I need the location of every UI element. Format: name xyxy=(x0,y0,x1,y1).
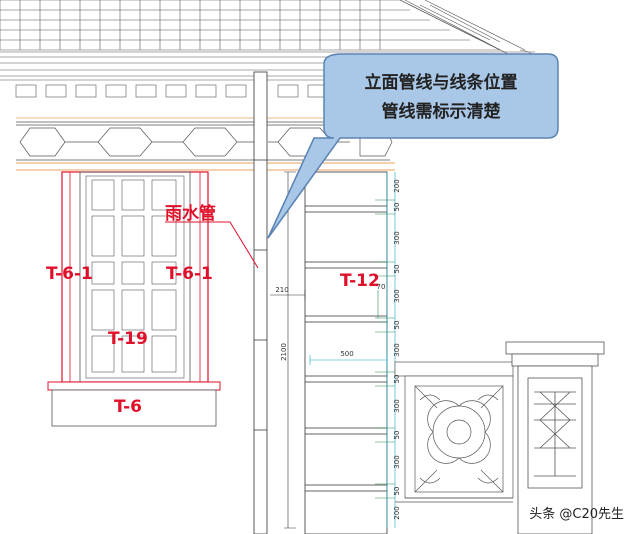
watermark: 头条 @C20先生 xyxy=(529,506,624,522)
dim-chain-12: 50 xyxy=(393,487,401,496)
dim-chain-6: 50 xyxy=(393,321,401,330)
callout-bubble xyxy=(267,53,559,239)
window-sill xyxy=(47,381,221,427)
dim-chain-9: 300 xyxy=(393,399,401,412)
rain-pipe xyxy=(253,71,268,534)
label-t19: T-19 xyxy=(108,329,148,349)
dim-chain-7: 300 xyxy=(393,343,401,356)
railing xyxy=(394,361,514,503)
dim-vertical-2100: 2100 xyxy=(280,343,288,361)
dim-chain-2: 50 xyxy=(393,203,401,212)
callout-line-1: 立面管线与线条位置 xyxy=(365,72,518,93)
rain-pipe-leader xyxy=(165,221,259,269)
label-t6: T-6 xyxy=(114,397,142,417)
dim-210: 210 xyxy=(275,286,288,294)
dim-chain-13: 200 xyxy=(393,506,401,519)
dim-chain-3: 300 xyxy=(393,231,401,244)
dim-chain-right: 200 50 300 50 300 50 300 50 300 50 300 5… xyxy=(393,179,401,519)
newel-post xyxy=(505,341,605,534)
dim-small-70: 70 xyxy=(377,283,386,291)
dim-chain-4: 50 xyxy=(393,265,401,274)
label-rain-pipe: 雨水管 xyxy=(165,203,216,224)
callout-line-2: 管线需标示清楚 xyxy=(382,101,502,122)
label-t6-1-left: T-6-1 xyxy=(46,264,93,284)
dim-chain-5: 300 xyxy=(393,289,401,302)
roof-tiles xyxy=(0,0,526,56)
dim-chain-1: 200 xyxy=(393,179,401,192)
dim-chain-10: 50 xyxy=(393,431,401,440)
label-t6-1-right: T-6-1 xyxy=(166,264,213,284)
dim-chain-8: 50 xyxy=(393,375,401,384)
window-glazing xyxy=(91,179,177,373)
dim-chain-11: 300 xyxy=(393,455,401,468)
dimension-lines xyxy=(270,171,396,529)
dim-horizontal-500: 500 xyxy=(340,350,353,358)
label-t12: T-12 xyxy=(340,271,380,291)
pillar xyxy=(304,171,388,534)
